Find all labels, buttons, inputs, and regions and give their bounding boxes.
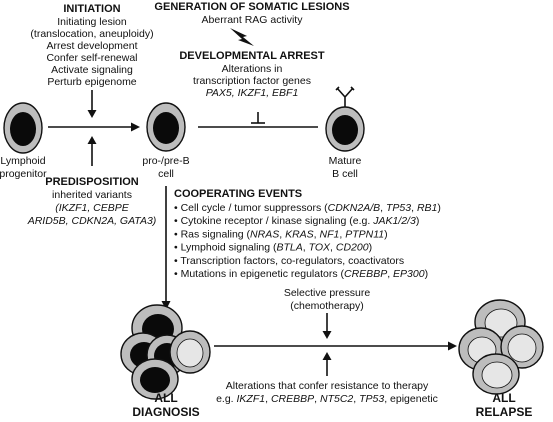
diagnosis-cell-cluster <box>120 304 211 400</box>
gene-name: NF1 <box>320 228 340 240</box>
cooperating-event-item: • Ras signaling (NRAS, KRAS, NF1, PTPN11… <box>174 228 388 240</box>
arrest-title: DEVELOPMENTAL ARREST <box>179 50 325 62</box>
gene-name: CDKN2A/B <box>328 202 381 214</box>
somatic-title: GENERATION OF SOMATIC LESIONS <box>154 1 349 13</box>
gene-name: CREBBP <box>344 268 387 280</box>
predisposition-title: PREDISPOSITION <box>45 176 139 188</box>
relapse-cell-4 <box>472 353 520 395</box>
arrest-line-2: transcription factor genes <box>193 75 311 87</box>
initiation-line-4: Confer self-renewal <box>46 52 137 64</box>
gene-name: CD200 <box>336 242 369 254</box>
predisposition-line-1: inherited variants <box>52 189 132 201</box>
initiation-line-1: Initiating lesion <box>57 16 127 28</box>
b-cell-receptor-icon <box>335 86 355 107</box>
cooperating-event-item: • Cytokine receptor / kinase signaling (… <box>174 215 419 227</box>
mature-label-2: B cell <box>332 168 358 180</box>
preb-label-1: pro-/pre-B <box>142 155 189 167</box>
preb-label-2: cell <box>158 168 174 180</box>
arrowhead-predisposition <box>87 136 97 144</box>
cooperating-events-list: • Cell cycle / tumor suppressors (CDKN2A… <box>174 202 441 280</box>
text-run: , <box>314 228 320 240</box>
text-run: • Mutations in epigenetic regulators ( <box>174 268 345 280</box>
text-run: • Transcription factors, co-regulators, … <box>174 255 404 267</box>
relapse-label-2: RELAPSE <box>476 405 533 419</box>
text-run: , <box>303 242 309 254</box>
relapse-cell-3 <box>500 325 544 369</box>
somatic-line: Aberrant RAG activity <box>202 14 304 26</box>
text-run: • Ras signaling ( <box>174 228 251 240</box>
relapse-label-1: ALL <box>492 391 515 405</box>
initiation-title: INITIATION <box>63 3 120 15</box>
gene-name: NRAS <box>250 228 279 240</box>
text-run: , <box>380 202 386 214</box>
arrowhead-selective <box>322 331 332 339</box>
gene-name: IKZF1 <box>237 393 266 405</box>
gene-name: EP300 <box>393 268 425 280</box>
text-run: , <box>330 242 336 254</box>
predisposition-line-3: ARID5B, CDKN2A, GATA3) <box>27 215 157 227</box>
lightning-bolt-icon <box>230 28 254 46</box>
text-run: ) <box>425 268 429 280</box>
resistance-line-1: Alterations that confer resistance to th… <box>226 380 429 392</box>
relapse-cell-cluster <box>458 299 544 395</box>
gene-name: KRAS <box>285 228 314 240</box>
progenitor-label-1: Lymphoid <box>0 155 45 167</box>
diagnosis-cell-5 <box>131 358 179 400</box>
arrowhead-relapse <box>448 341 457 351</box>
arrowhead-diagnosis <box>161 301 171 310</box>
selective-line-1: Selective pressure <box>284 287 371 299</box>
text-run: , <box>314 393 320 405</box>
selective-line-2: (chemotherapy) <box>290 300 364 312</box>
progenitor-label-2: progenitor <box>0 168 47 180</box>
text-run: , <box>265 393 271 405</box>
diagnosis-cell-4 <box>169 330 211 374</box>
gene-name: TP53 <box>386 202 411 214</box>
arrowhead-initiation <box>87 110 97 118</box>
diagnosis-label-1: ALL <box>154 391 177 405</box>
gene-name: CREBBP <box>271 393 314 405</box>
gene-name: RB1 <box>417 202 437 214</box>
text-run: , <box>387 268 393 280</box>
initiation-line-5: Activate signaling <box>51 64 133 76</box>
cooperating-event-item: • Transcription factors, co-regulators, … <box>174 255 404 267</box>
text-run: , epigenetic <box>384 393 438 405</box>
cooperating-event-item: • Lymphoid signaling (BTLA, TOX, CD200) <box>174 242 372 254</box>
gene-name: PTPN11 <box>345 228 384 240</box>
gene-name: BTLA <box>277 242 303 254</box>
cooperating-event-item: • Cell cycle / tumor suppressors (CDKN2A… <box>174 202 441 214</box>
arrest-genes: PAX5, IKZF1, EBF1 <box>206 87 299 99</box>
initiation-line-2: (translocation, aneuploidy) <box>30 28 153 40</box>
mature-b-cell <box>325 106 365 152</box>
predisposition-line-2: (IKZF1, CEBPE <box>55 202 130 214</box>
gene-name: JAK1/2/3 <box>372 215 416 227</box>
arrowhead-resistance <box>322 352 332 360</box>
lymphoid-progenitor-cell <box>3 102 43 154</box>
resistance-line-2: e.g. IKZF1, CREBBP, NT5C2, TP53, epigene… <box>216 393 438 405</box>
initiation-line-3: Arrest development <box>46 40 137 52</box>
text-run: , <box>353 393 359 405</box>
arrest-line-1: Alterations in <box>222 63 283 75</box>
pro-pre-b-cell <box>146 102 186 152</box>
text-run: ) <box>369 242 373 254</box>
text-run: ) <box>384 228 388 240</box>
text-run: • Cell cycle / tumor suppressors ( <box>174 202 328 214</box>
text-run: ) <box>437 202 441 214</box>
text-run: e.g. <box>216 393 236 405</box>
cooperating-title: COOPERATING EVENTS <box>174 188 302 200</box>
mature-label-1: Mature <box>329 155 362 167</box>
text-run: • Cytokine receptor / kinase signaling (… <box>174 215 373 227</box>
text-run: , <box>339 228 345 240</box>
initiation-line-6: Perturb epigenome <box>47 76 136 88</box>
diagnosis-label-2: DIAGNOSIS <box>132 405 199 419</box>
text-run: ) <box>416 215 420 227</box>
text-run: , <box>411 202 417 214</box>
arrowhead-preb <box>131 122 140 132</box>
text-run: • Lymphoid signaling ( <box>174 242 277 254</box>
cooperating-event-item: • Mutations in epigenetic regulators (CR… <box>174 268 428 280</box>
text-run: , <box>279 228 285 240</box>
gene-name: TP53 <box>359 393 384 405</box>
gene-name: NT5C2 <box>320 393 353 405</box>
gene-name: TOX <box>309 242 331 254</box>
